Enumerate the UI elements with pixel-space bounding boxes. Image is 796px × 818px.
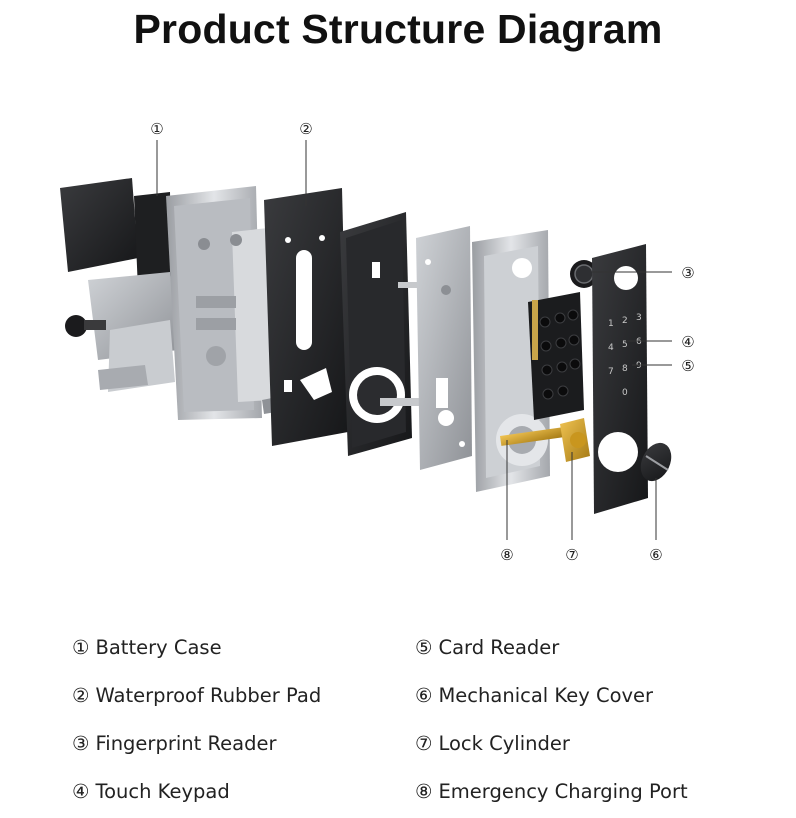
legend-label: Fingerprint Reader [95, 732, 277, 755]
page-title: Product Structure Diagram [133, 6, 663, 52]
leader-lines [156, 140, 672, 540]
legend-num: ① [72, 636, 90, 659]
housing [166, 186, 276, 420]
key-cover [640, 442, 672, 482]
legend-label: Emergency Charging Port [438, 780, 688, 803]
keypad-digit: 6 [636, 337, 642, 347]
exploded-lock-diagram: 123 456 789 0 ① ② ③ ④ ⑤ ⑥ ⑦ ⑧ [60, 120, 695, 564]
callout-5: ⑤ [681, 357, 694, 375]
legend-num: ⑦ [415, 732, 433, 755]
legend-num: ⑤ [415, 636, 433, 659]
keypad-digit: 3 [636, 313, 642, 323]
mounting-plate [416, 226, 472, 470]
callout-6: ⑥ [649, 546, 662, 564]
callout-1: ① [150, 120, 163, 138]
keypad-digit: 5 [622, 340, 628, 350]
legend-label: Touch Keypad [95, 780, 230, 803]
keypad-digit: 1 [608, 319, 614, 329]
legend-label: Mechanical Key Cover [438, 684, 654, 707]
keypad-digit: 2 [622, 316, 628, 326]
legend-num: ④ [72, 780, 90, 803]
legend-label: Card Reader [438, 636, 560, 659]
callout-3: ③ [681, 264, 694, 282]
callout-7: ⑦ [565, 546, 578, 564]
legend-num: ⑧ [415, 780, 433, 803]
legend-num: ③ [72, 732, 90, 755]
legend-label: Waterproof Rubber Pad [95, 684, 322, 707]
legend-num: ⑥ [415, 684, 433, 707]
keypad-digit: 7 [608, 367, 614, 377]
dark-frame [340, 212, 422, 456]
keypad-digit: 0 [622, 388, 628, 398]
rubber-pad [264, 188, 348, 446]
callout-2: ② [299, 120, 312, 138]
callout-8: ⑧ [500, 546, 513, 564]
keypad-digit: 8 [622, 364, 628, 374]
battery-case [60, 178, 178, 392]
keypad-digit: 9 [636, 361, 642, 371]
legend-label: Lock Cylinder [438, 732, 570, 755]
legend-num: ② [72, 684, 90, 707]
keypad-pcb [528, 292, 584, 420]
lock-cylinder [500, 418, 590, 462]
fingerprint-reader [570, 260, 598, 288]
legend-label: Battery Case [95, 636, 222, 659]
callout-4: ④ [681, 333, 694, 351]
keypad-digit: 4 [608, 343, 614, 353]
